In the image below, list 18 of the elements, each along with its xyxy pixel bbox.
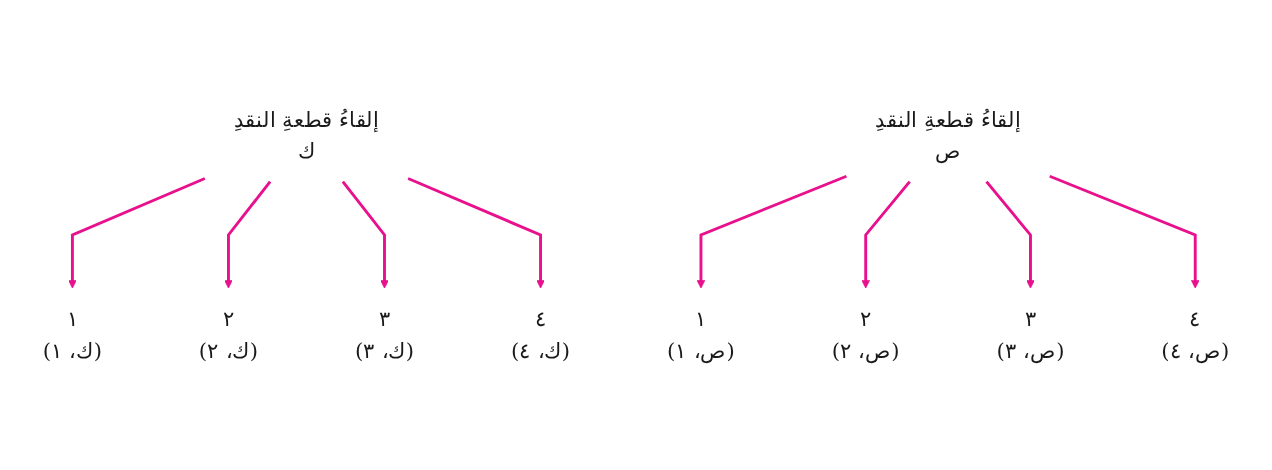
arrow <box>985 180 1035 289</box>
arrow <box>1049 174 1200 289</box>
node-text: ١ (ك، ١) <box>42 306 103 363</box>
arrow <box>68 177 206 289</box>
arrow <box>407 177 545 289</box>
node-text: ٢ (ك، ٢) <box>198 306 259 363</box>
arrow <box>696 174 847 289</box>
node-text: ٤ (ص، ٤) <box>1161 306 1230 363</box>
node-text: ٣ (ص، ٣) <box>996 306 1065 363</box>
arrow <box>341 180 389 289</box>
node-text: ٢ (ص، ٢) <box>831 306 900 363</box>
node-text: ٣ (ك، ٣) <box>354 306 415 363</box>
node-text: ١ (ص، ١) <box>666 306 735 363</box>
arrow <box>224 180 272 289</box>
node-text: ٤ (ك، ٤) <box>510 306 571 363</box>
arrow <box>861 180 911 289</box>
node-text: إلقاءُ قطعةِ النقدِ ص <box>875 107 1021 164</box>
node-text: إلقاءُ قطعةِ النقدِ ك <box>233 107 380 164</box>
